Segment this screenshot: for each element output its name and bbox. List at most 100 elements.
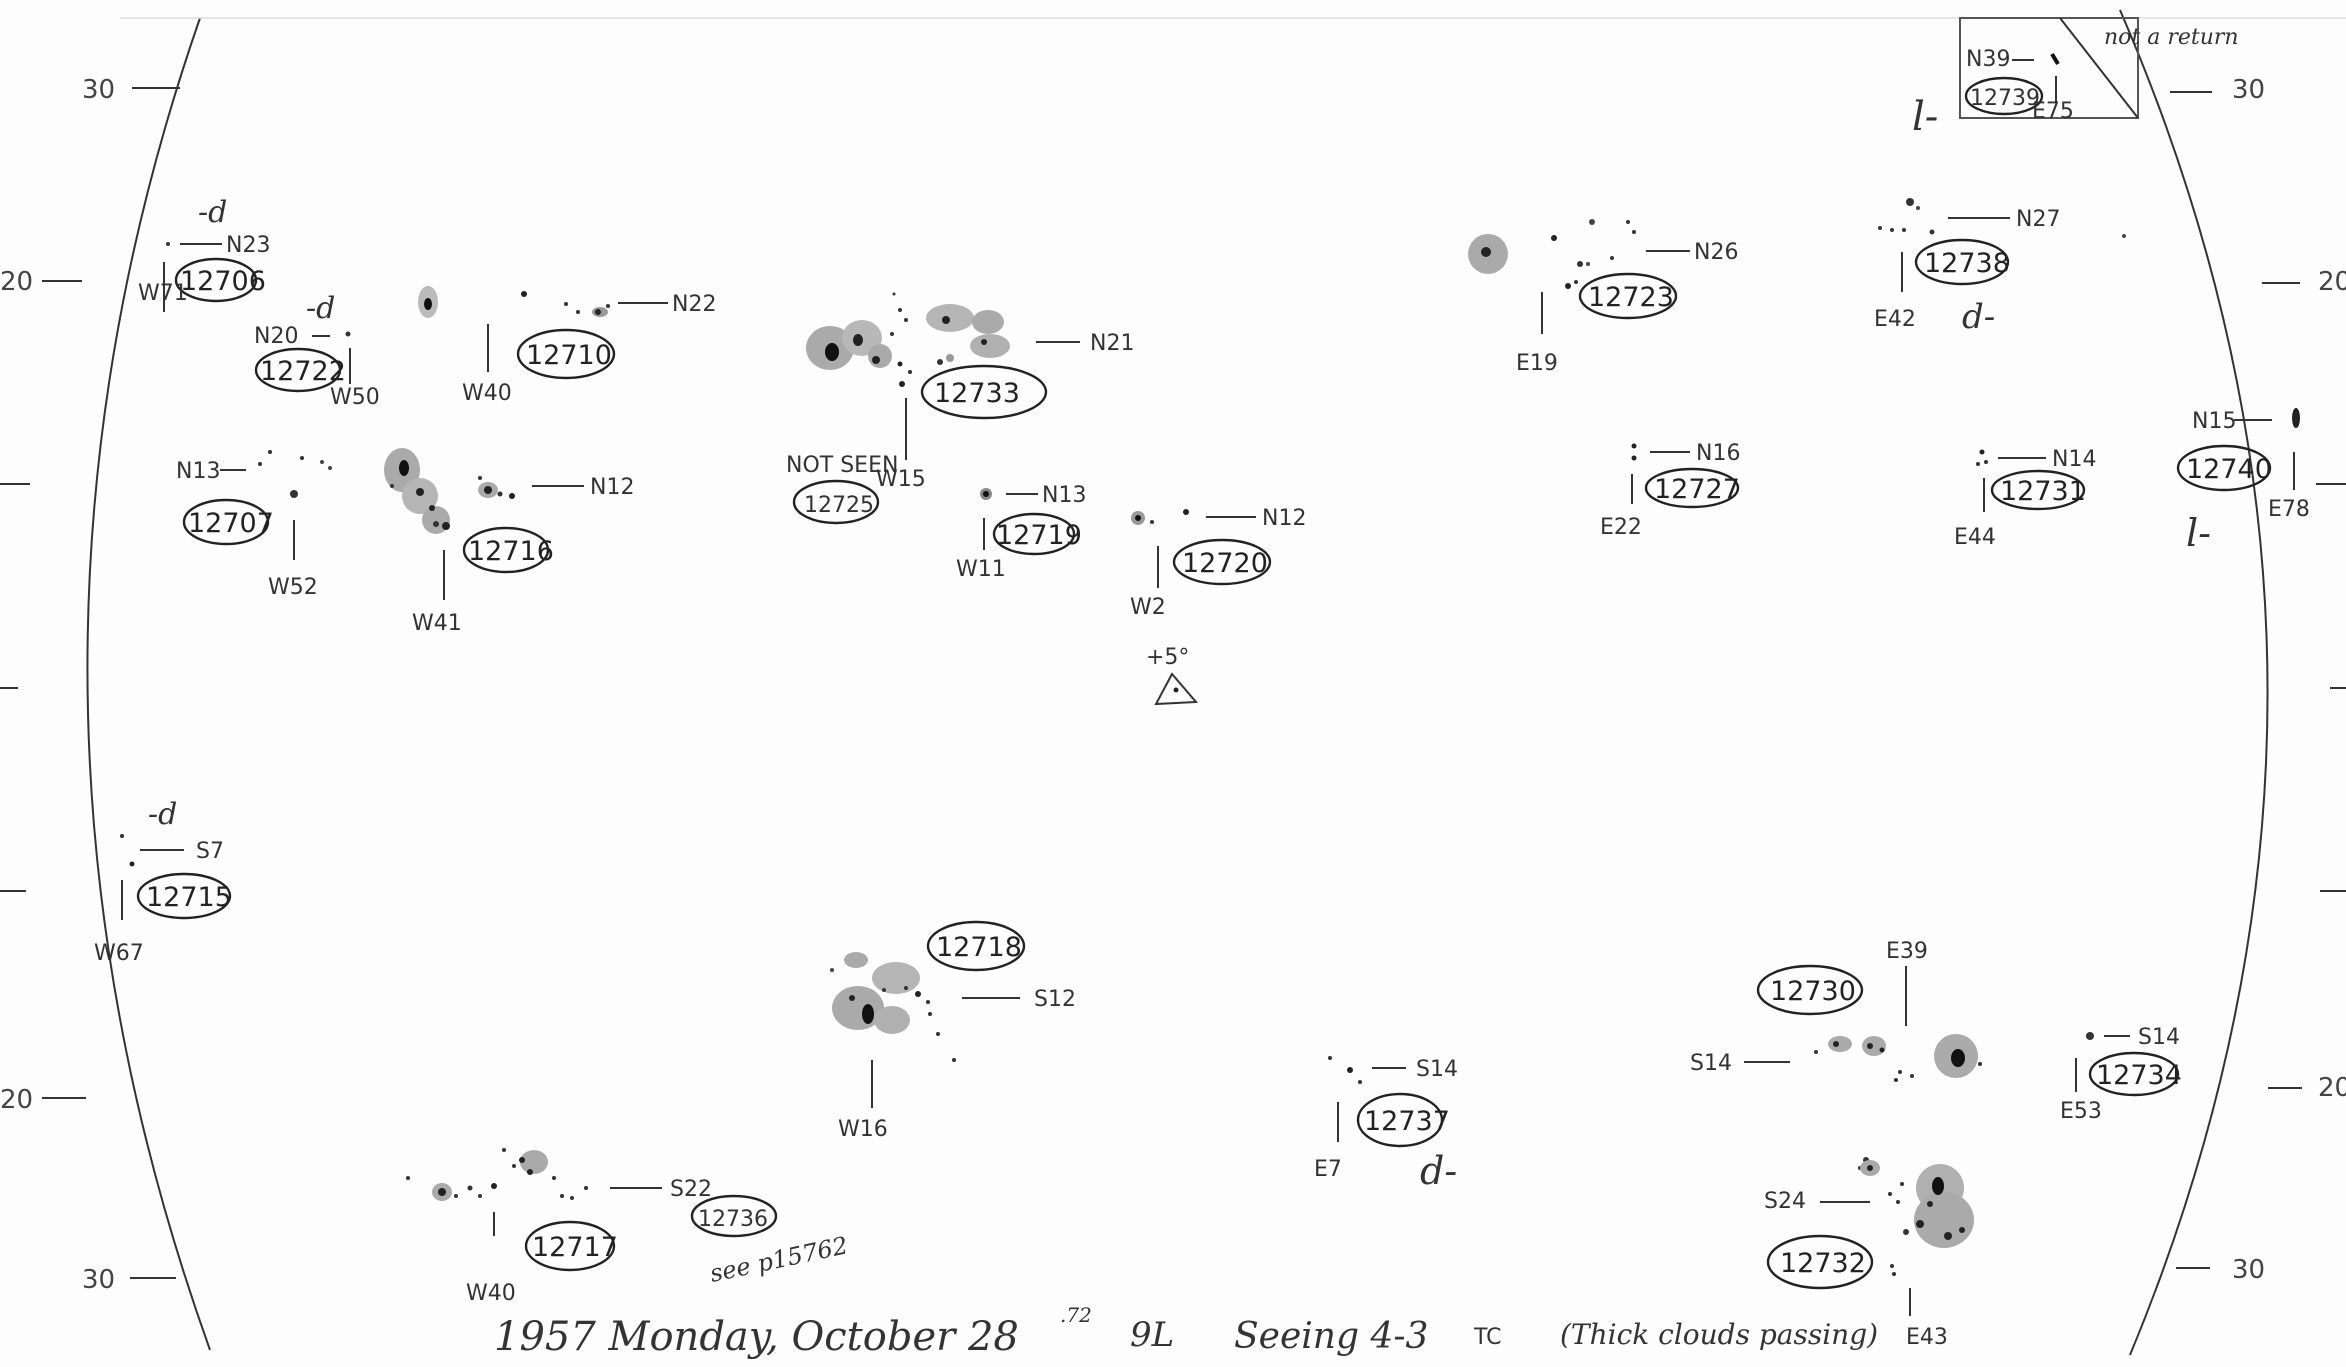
tick-right-lower: 20 [2318, 1073, 2346, 1103]
group-12719: N13 12719 W11 [956, 483, 1086, 582]
group-12733-longitude: W15 [876, 467, 926, 492]
footer-note: 1957 Monday, October 28 .72 9L Seeing 4-… [494, 1303, 1878, 1360]
group-12738: N27 12738 E42 d- [1874, 198, 2126, 337]
tick-right-top: 30 [2232, 75, 2265, 105]
center-mark: +5° [1146, 645, 1199, 706]
group-12716-number: 12716 [468, 536, 554, 567]
group-12734-number: 12734 [2096, 1060, 2182, 1091]
group-12734-latitude: S14 [2138, 1025, 2180, 1050]
group-12739-note: l- [1912, 94, 1938, 140]
group-12732: S24 12732 E43 [1764, 1157, 1974, 1350]
group-12732-number: 12732 [1780, 1248, 1866, 1279]
group-12733-number: 12733 [934, 378, 1020, 409]
group-12718-longitude: W16 [838, 1117, 888, 1142]
footer-tc: TC [1473, 1325, 1502, 1350]
group-12717: S22 12717 W40 [406, 1148, 712, 1306]
group-12710-longitude: W40 [462, 381, 512, 406]
tick-left-top: 30 [82, 75, 115, 105]
group-12738-note: d- [1962, 297, 1995, 337]
group-12716-latitude: N12 [590, 475, 634, 500]
group-12739-longitude: E75 [2032, 99, 2074, 124]
footer-date: 1957 Monday, October 28 [494, 1314, 1019, 1360]
footer-time-sup: .72 [1060, 1303, 1092, 1327]
group-12722-number: 12722 [260, 356, 346, 387]
group-12722-latitude: N20 [254, 324, 298, 349]
group-12719-number: 12719 [996, 520, 1082, 551]
group-12707-number: 12707 [188, 508, 274, 539]
group-12722-longitude: W50 [330, 385, 380, 410]
group-12740-number: 12740 [2186, 454, 2272, 485]
group-12710-latitude: N22 [672, 292, 716, 317]
group-12731-number: 12731 [2000, 476, 2086, 507]
group-12737-latitude: S14 [1416, 1057, 1458, 1082]
group-12740-note: l- [2186, 511, 2211, 555]
right-limb-arc [2119, 9, 2269, 1356]
group-12732-longitude: E43 [1906, 1325, 1948, 1350]
group-12731: N14 12731 E44 [1954, 447, 2096, 550]
group-12707-longitude: W52 [268, 575, 318, 600]
group-12738-longitude: E42 [1874, 307, 1916, 332]
group-12725-status: NOT SEEN [786, 453, 898, 478]
group-12739: not a return N39 12739 E75 l- [1912, 17, 2239, 140]
group-12717-latitude: S22 [670, 1177, 712, 1202]
group-12706: -d N23 12706 W71 [138, 195, 270, 312]
group-12706-latitude: N23 [226, 233, 270, 258]
group-12730-number: 12730 [1770, 976, 1856, 1007]
group-12723-number: 12723 [1588, 282, 1674, 313]
center-mark-label: +5° [1146, 645, 1189, 670]
group-12727-number: 12727 [1654, 474, 1740, 505]
group-12740-longitude: E78 [2268, 497, 2310, 522]
group-12719-longitude: W11 [956, 557, 1006, 582]
group-12725-number: 12725 [804, 493, 874, 518]
group-12730: E39 12730 S14 [1690, 939, 1982, 1082]
group-12730-longitude: E39 [1886, 939, 1928, 964]
group-12727-latitude: N16 [1696, 441, 1740, 466]
group-12736-number: 12736 [698, 1207, 768, 1232]
group-12720-number: 12720 [1182, 548, 1268, 579]
group-12707-latitude: N13 [176, 459, 220, 484]
group-12706-note: -d [198, 195, 227, 230]
group-12727: N16 12727 E22 [1600, 441, 1740, 540]
group-12725: NOT SEEN 12725 [786, 453, 898, 525]
group-12723: N26 12723 E19 [1468, 219, 1738, 376]
group-12727-longitude: E22 [1600, 515, 1642, 540]
group-12722: -d N20 12722 W50 [254, 291, 380, 410]
group-12734: S14 12734 E53 [2060, 1025, 2182, 1124]
group-12734-longitude: E53 [2060, 1099, 2102, 1124]
group-12738-latitude: N27 [2016, 207, 2060, 232]
group-12706-number: 12706 [180, 266, 266, 297]
group-12720: N12 12720 W2 [1130, 506, 1306, 620]
group-12732-latitude: S24 [1764, 1189, 1806, 1214]
group-12717-number: 12717 [532, 1232, 618, 1263]
left-limb-arc [86, 17, 211, 1351]
group-12733-latitude: N21 [1090, 331, 1134, 356]
group-12715-latitude: S7 [196, 839, 224, 864]
left-scale: 30 20 20 30 [0, 75, 180, 1295]
tick-right-upper: 20 [2318, 267, 2346, 297]
group-12706-longitude: W71 [138, 281, 188, 306]
tick-left-lower: 20 [0, 1085, 33, 1115]
group-12715-longitude: W67 [94, 941, 144, 966]
group-12723-latitude: N26 [1694, 240, 1738, 265]
group-12730-latitude: S14 [1690, 1051, 1732, 1076]
group-12733: N21 12733 W15 [806, 292, 1134, 492]
group-12718-latitude: S12 [1034, 987, 1076, 1012]
group-12718-number: 12718 [936, 932, 1022, 963]
group-12715: -d S7 12715 W67 [94, 797, 232, 966]
group-12718: 12718 S12 W16 [830, 920, 1076, 1142]
group-12710-number: 12710 [526, 340, 612, 371]
tick-left-upper: 20 [0, 267, 33, 297]
group-12716: N12 12716 W41 [384, 448, 634, 636]
group-12719-latitude: N13 [1042, 483, 1086, 508]
group-12707: N13 12707 W52 [176, 450, 332, 600]
group-12738-number: 12738 [1924, 248, 2010, 279]
group-12740-latitude: N15 [2192, 409, 2236, 434]
group-12716-longitude: W41 [412, 611, 462, 636]
group-12731-longitude: E44 [1954, 525, 1996, 550]
group-12715-note: -d [148, 797, 177, 832]
group-12740: N15 12740 E78 l- [2176, 408, 2310, 555]
group-12737-number: 12737 [1364, 1106, 1450, 1137]
tick-right-bottom: 30 [2232, 1255, 2265, 1285]
